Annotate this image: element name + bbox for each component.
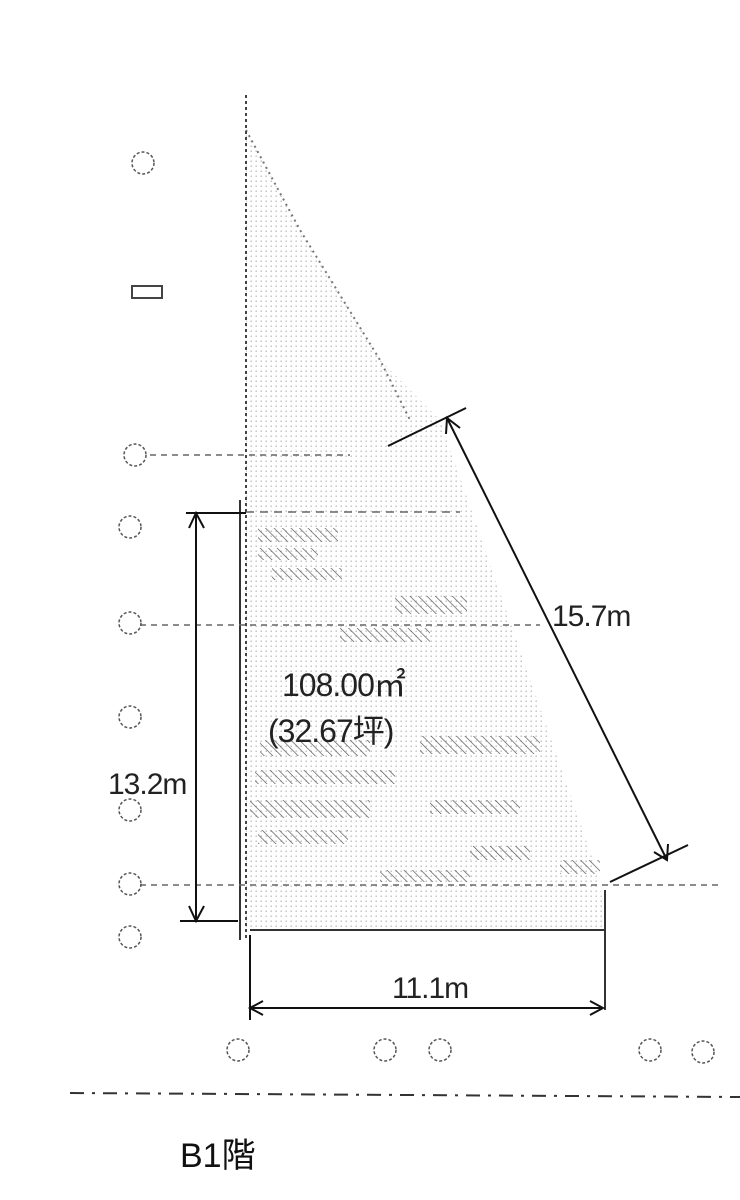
dimension-label-right: 15.7m — [552, 600, 631, 633]
ground-line — [69, 1092, 740, 1098]
building-outline — [140, 95, 720, 1010]
marker-box — [131, 285, 163, 299]
dimension-label-left: 13.2m — [108, 768, 187, 801]
hatched-structure — [250, 528, 600, 882]
dimension-line-left — [180, 510, 246, 924]
area-square-meters: 108.00㎡ — [282, 667, 406, 703]
dimension-label-bottom: 11.1m — [392, 972, 469, 1005]
dimension-line-bottom — [247, 935, 606, 1020]
grid-markers-bottom — [226, 1038, 715, 1064]
grid-markers-left — [118, 151, 155, 949]
dimension-line-right — [387, 407, 689, 883]
floor-label: B1階 — [180, 1137, 256, 1175]
area-tsubo: (32.67坪) — [268, 713, 394, 749]
